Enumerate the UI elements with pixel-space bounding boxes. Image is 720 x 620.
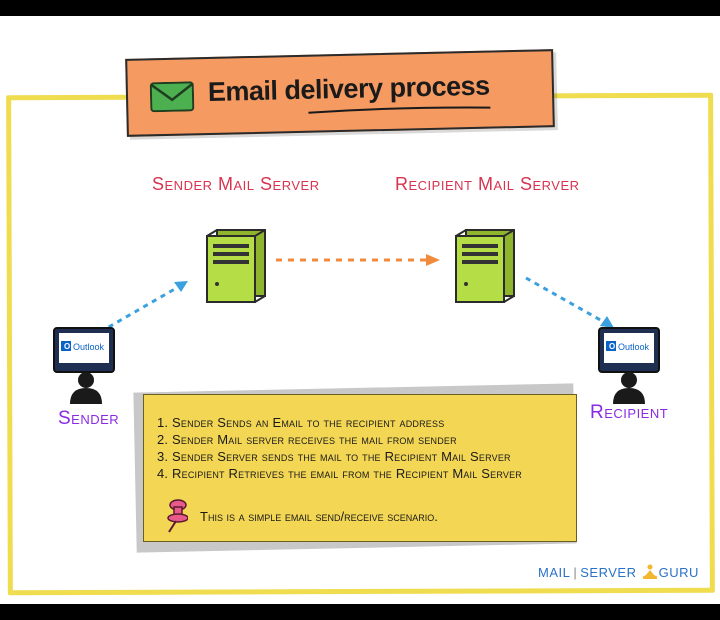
recipient-computer-icon: O Outlook: [598, 327, 660, 404]
step-3: 3. Sender Server sends the mail to the R…: [157, 449, 511, 464]
recipient-server-icon: [455, 229, 515, 303]
arrow-sender-to-server: [99, 281, 188, 334]
recipient-outlook-label: Outlook: [618, 342, 650, 352]
page-title: Email delivery process: [207, 70, 490, 107]
brand-part-mail: MAIL: [538, 565, 571, 580]
sender-server-icon: [206, 229, 266, 303]
arrow-server-to-recipient: [525, 276, 614, 328]
brand-logo: MAIL|SERVER GURU: [538, 564, 699, 580]
title-underline: [308, 106, 491, 114]
step-4: 4. Recipient Retrieves the email from th…: [157, 466, 522, 481]
step-1: 1. Sender Sends an Email to the recipien…: [157, 415, 445, 430]
meditating-person-icon: [641, 564, 658, 579]
sender-computer-icon: O Outlook: [53, 327, 115, 404]
brand-part-guru: GURU: [658, 565, 699, 580]
sender-outlook-label: Outlook: [73, 342, 105, 352]
brand-separator: |: [573, 565, 578, 580]
sender-computer: O Outlook: [52, 326, 122, 404]
note-body: 1. Sender Sends an Email to the recipien…: [143, 394, 577, 542]
envelope-icon: [149, 81, 195, 113]
svg-text:O: O: [609, 342, 615, 351]
brand-part-server: SERVER: [580, 565, 637, 580]
step-2: 2. Sender Mail server receives the mail …: [157, 432, 457, 447]
recipient-label: Recipient: [590, 402, 669, 423]
svg-text:O: O: [64, 342, 70, 351]
diagram-canvas: Email delivery process Sender Mail Serve…: [0, 16, 720, 604]
steps-note: 1. Sender Sends an Email to the recipien…: [133, 383, 580, 553]
sender-label: Sender: [58, 408, 120, 429]
arrow-server-to-server: [276, 254, 440, 266]
recipient-server-label: Recipient Mail Server: [395, 174, 580, 194]
sender-server-label: Sender Mail Server: [152, 174, 320, 194]
recipient-computer: O Outlook: [597, 326, 667, 404]
note-text: This is a simple email send/receive scen…: [200, 509, 438, 524]
title-banner: Email delivery process: [125, 49, 555, 137]
pushpin-icon: [167, 499, 188, 533]
